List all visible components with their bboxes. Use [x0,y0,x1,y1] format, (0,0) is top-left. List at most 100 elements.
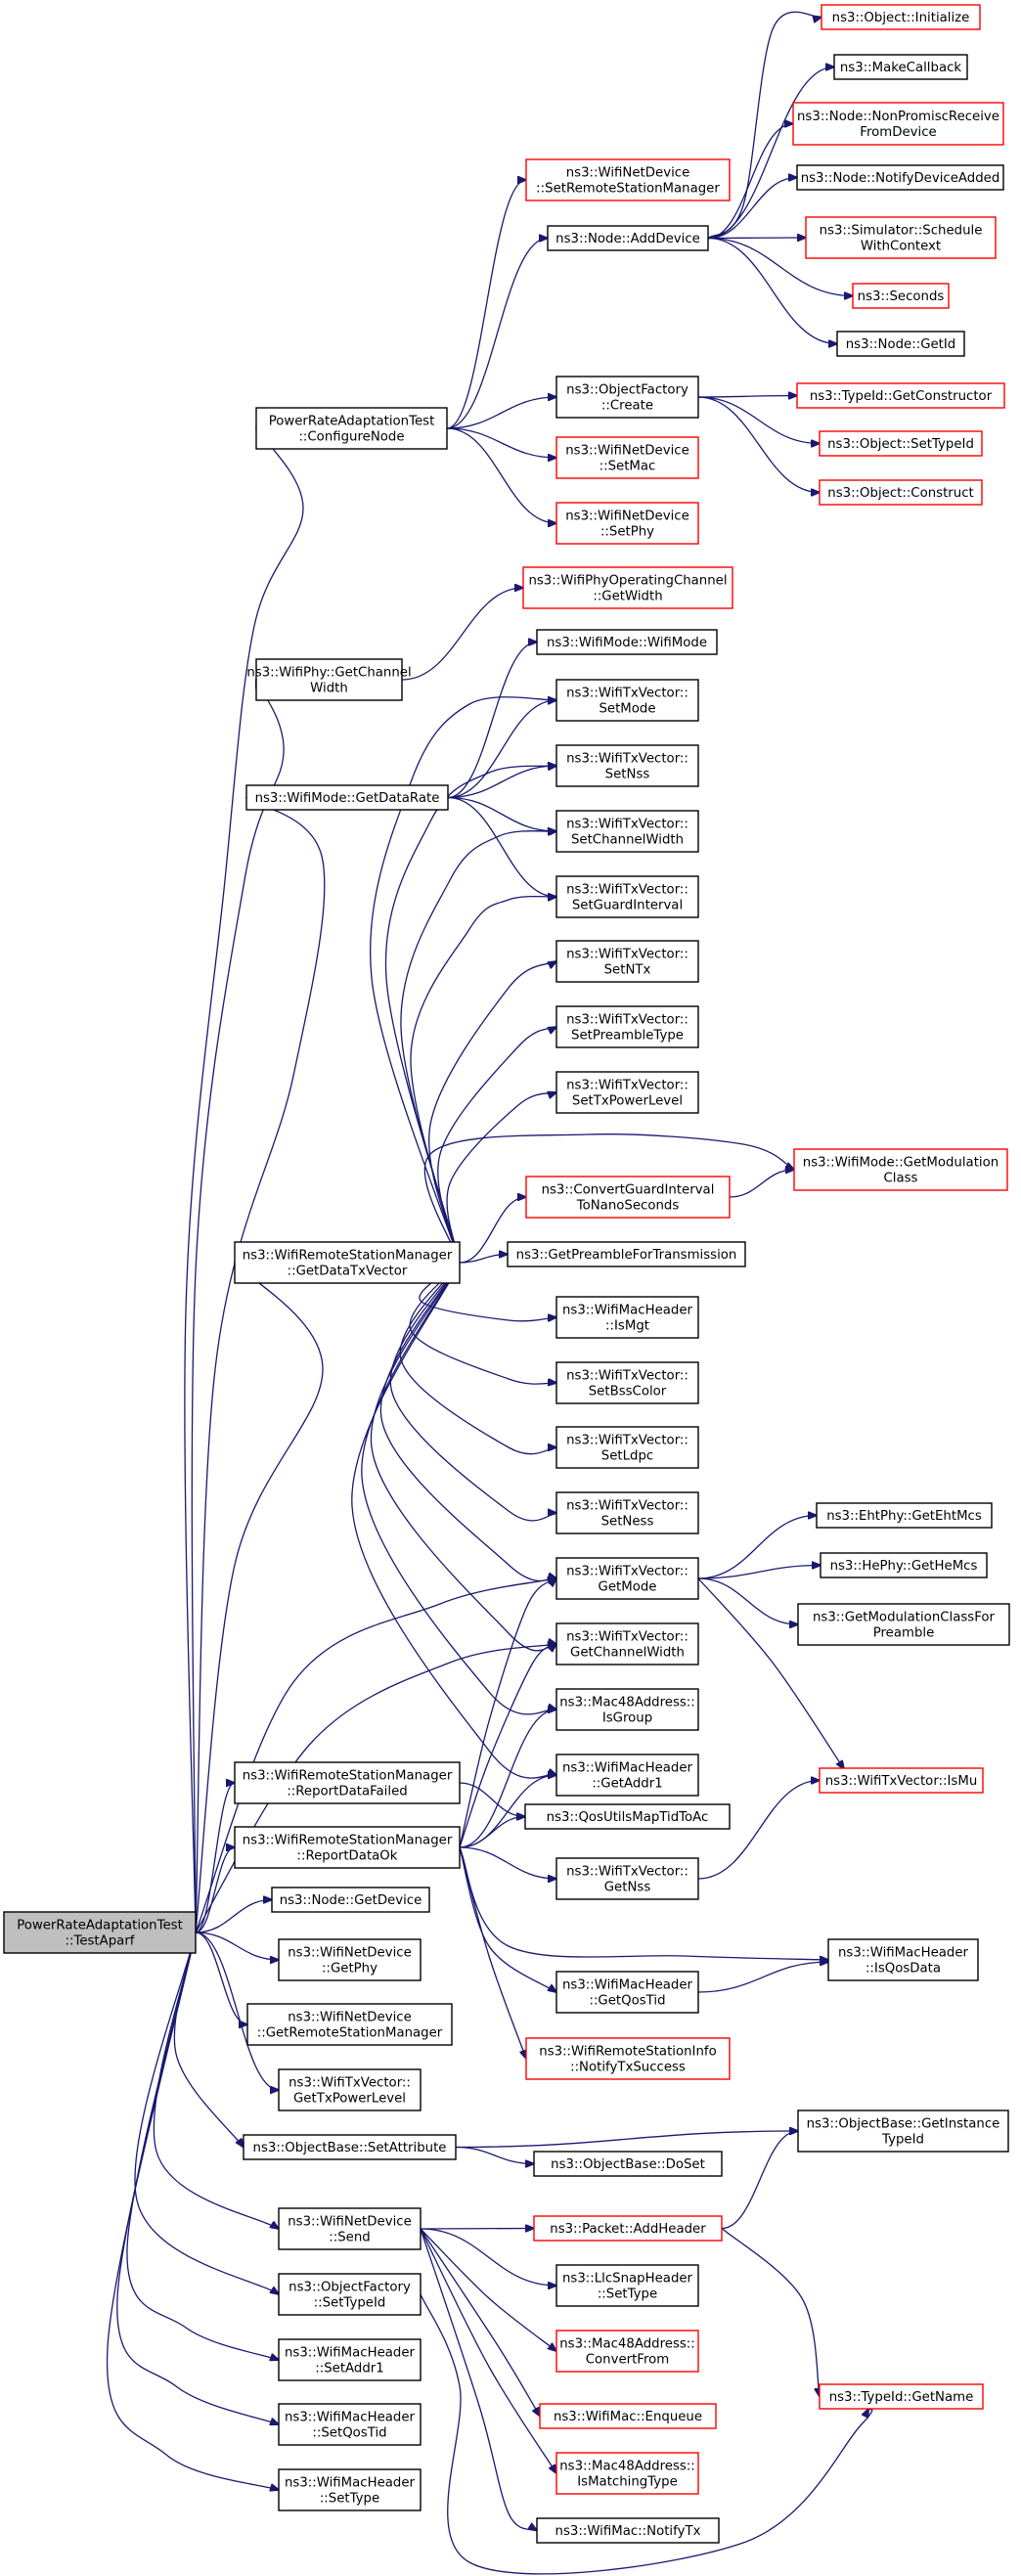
edge-path [153,1932,279,2229]
node-notifydeviceadded[interactable]: ns3::Node::NotifyDeviceAdded [796,164,1004,191]
node-getqostid[interactable]: ns3::WifiMacHeader::GetQosTid [555,1971,699,2014]
node-label-line: ns3::Object::Construct [827,486,973,501]
node-setness[interactable]: ns3::WifiTxVector::SetNess [555,1491,699,1534]
node-enqueue[interactable]: ns3::WifiMac::Enqueue [539,2403,717,2429]
node-getmodulationclass[interactable]: ns3::WifiMode::GetModulationClass [793,1148,1008,1191]
node-hdr-settype[interactable]: ns3::WifiMacHeader::SetType [278,2468,422,2511]
node-construct[interactable]: ns3::Object::Construct [819,479,983,506]
node-box [797,2110,1009,2153]
node-setntx[interactable]: ns3::WifiTxVector::SetNTx [555,940,699,983]
edge-addheader-to-getname [721,2228,820,2397]
node-box [555,810,699,853]
node-getnss[interactable]: ns3::WifiTxVector::GetNss [555,1857,699,1900]
node-setbsscolor[interactable]: ns3::WifiTxVector::SetBssColor [555,1361,699,1404]
node-getpreamblefortx[interactable]: ns3::GetPreambleForTransmission [507,1241,746,1267]
node-label-line: ns3::WifiTxVector:: [566,1499,688,1514]
node-box [819,2383,984,2410]
node-setqostid[interactable]: ns3::WifiMacHeader::SetQosTid [278,2403,422,2446]
node-netdevice-send[interactable]: ns3::WifiNetDevice::Send [278,2207,422,2250]
node-setremotestationmanager[interactable]: ns3::WifiNetDevice::SetRemoteStationMana… [525,158,731,201]
node-isqosdata[interactable]: ns3::WifiMacHeader::IsQosData [827,1938,979,1981]
node-gethemcs[interactable]: ns3::HePhy::GetHeMcs [820,1552,988,1578]
node-reportdataok[interactable]: ns3::WifiRemoteStationManager::ReportDat… [234,1826,461,1869]
edge-reportdataok-to-getqostid [459,1846,556,1992]
node-setchannelwidth[interactable]: ns3::WifiTxVector::SetChannelWidth [555,810,699,853]
node-label-line: ns3::WifiTxVector:: [566,1434,688,1448]
edge-path [459,1197,526,1264]
node-setphy[interactable]: ns3::WifiNetDevice::SetPhy [555,502,699,545]
node-testaparf[interactable]: PowerRateAdaptationTest::TestAparf [3,1911,197,1954]
edge-path [428,961,556,1264]
node-configurenode[interactable]: PowerRateAdaptationTest::ConfigureNode [255,407,448,450]
node-opchannel-getwidth[interactable]: ns3::WifiPhyOperatingChannel::GetWidth [522,566,733,609]
node-setldpc[interactable]: ns3::WifiTxVector::SetLdpc [555,1426,699,1469]
edge-path [447,700,556,799]
node-setattribute[interactable]: ns3::ObjectBase::SetAttribute [243,2134,457,2160]
node-notifytx[interactable]: ns3::WifiMac::NotifyTx [536,2517,720,2544]
node-node-adddevice[interactable]: ns3::Node::AddDevice [547,225,709,251]
node-box [234,1761,461,1804]
node-getdatarate[interactable]: ns3::WifiMode::GetDataRate [245,784,449,811]
node-doset[interactable]: ns3::ObjectBase::DoSet [533,2151,723,2177]
node-box [796,164,1004,191]
node-convertfrom[interactable]: ns3::Mac48Address::ConvertFrom [555,2330,699,2373]
node-addheader[interactable]: ns3::Packet::AddHeader [533,2215,723,2242]
node-setaddr1[interactable]: ns3::WifiMacHeader::SetAddr1 [278,2338,422,2381]
node-getaddr1[interactable]: ns3::WifiMacHeader::GetAddr1 [555,1754,699,1797]
node-ismatchingtype[interactable]: ns3::Mac48Address::IsMatchingType [555,2452,699,2495]
edge-getdatatxvector-to-getmode [379,1262,556,1581]
node-object-initialize[interactable]: ns3::Object::Initialize [821,4,981,30]
node-getphy[interactable]: ns3::WifiNetDevice::GetPhy [278,1938,422,1981]
node-ismgt[interactable]: ns3::WifiMacHeader::IsMgt [555,1296,699,1339]
node-box [555,1005,699,1048]
node-setmode[interactable]: ns3::WifiTxVector::SetMode [555,679,699,722]
node-setguardinterval[interactable]: ns3::WifiTxVector::SetGuardInterval [555,875,699,918]
node-setnss[interactable]: ns3::WifiTxVector::SetNss [555,744,699,787]
node-getchannelwidth-phy[interactable]: ns3::WifiPhy::GetChannelWidth [246,658,412,701]
edge-getdatatxvector-to-setmode [370,697,556,1264]
node-node-getid[interactable]: ns3::Node::GetId [836,331,965,357]
edge-path [195,1932,247,2024]
node-wifimode-wifimode[interactable]: ns3::WifiMode::WifiMode [536,629,718,655]
node-label-line: ::ReportDataFailed [287,1785,407,1799]
node-reportdatafailed[interactable]: ns3::WifiRemoteStationManager::ReportDat… [234,1761,461,1804]
edge-getdatatxvector-to-setldpc [399,1262,556,1455]
node-getremotestationmanager[interactable]: ns3::WifiNetDevice::GetRemoteStationMana… [246,2003,453,2046]
node-setmac[interactable]: ns3::WifiNetDevice::SetMac [555,436,699,479]
node-label-line: ::GetWidth [593,590,662,604]
node-notifytxsuccess[interactable]: ns3::WifiRemoteStationInfo::NotifyTxSucc… [525,2037,731,2080]
node-qosutils[interactable]: ns3::QosUtilsMapTidToAc [524,1803,731,1830]
node-gettxpowerlevel[interactable]: ns3::WifiTxVector::GetTxPowerLevel [278,2068,422,2111]
node-factory-settypeid[interactable]: ns3::ObjectFactory::SetTypeId [278,2273,422,2316]
node-getmode[interactable]: ns3::WifiTxVector::GetMode [555,1557,699,1600]
edge-path [455,2146,534,2164]
node-box [533,2151,723,2177]
node-makecallback[interactable]: ns3::MakeCallback [833,54,968,80]
node-box [3,1911,197,1954]
node-getehtmcs[interactable]: ns3::EhtPhy::GetEhtMcs [816,1502,993,1529]
node-settxpowerlevel[interactable]: ns3::WifiTxVector::SetTxPowerLevel [555,1071,699,1114]
node-node-getdevice[interactable]: ns3::Node::GetDevice [271,1887,430,1913]
node-getchannelwidth-txv[interactable]: ns3::WifiTxVector::GetChannelWidth [555,1622,699,1666]
edge-reportdataok-to-notifytxsuccess [459,1846,526,2059]
node-seconds[interactable]: ns3::Seconds [852,283,950,309]
edge-factory_settypeid-to-getname [420,2293,873,2575]
node-box [797,1603,1010,1646]
node-objectfactory-create[interactable]: ns3::ObjectFactory::Create [555,376,699,419]
node-isgroup[interactable]: ns3::Mac48Address::IsGroup [555,1688,699,1731]
node-getdatatxvector[interactable]: ns3::WifiRemoteStationManager::GetDataTx… [234,1241,461,1284]
edge-path [729,1170,794,1198]
node-setpreambletype[interactable]: ns3::WifiTxVector::SetPreambleType [555,1005,699,1048]
node-ismu[interactable]: ns3::WifiTxVector::IsMu [819,1767,984,1794]
node-getconstructor[interactable]: ns3::TypeId::GetConstructor [796,382,1005,409]
node-label-line: ns3::WifiTxVector:: [566,1630,688,1645]
node-llcsnap-settype[interactable]: ns3::LlcSnapHeader::SetType [555,2264,699,2307]
node-getname[interactable]: ns3::TypeId::GetName [819,2383,984,2410]
edge-path [446,180,526,429]
node-settypeid-obj[interactable]: ns3::Object::SetTypeId [819,430,983,457]
